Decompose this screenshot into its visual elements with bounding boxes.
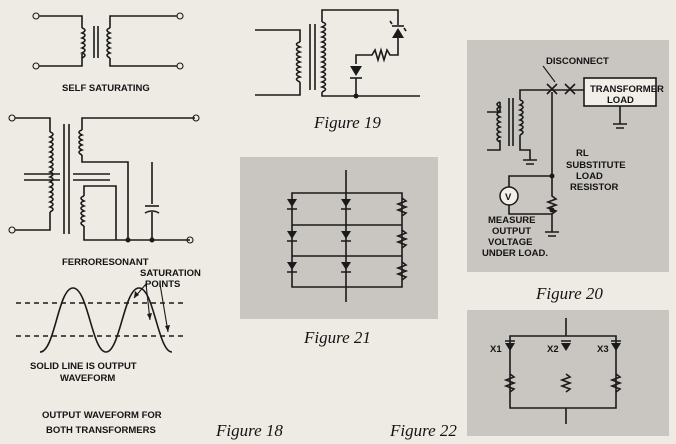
figure-21-caption: Figure 21 <box>303 328 371 347</box>
measure-label-2: OUTPUT <box>492 226 531 237</box>
solid-line-label-1: SOLID LINE IS OUTPUT <box>30 361 137 372</box>
x2-label: X2 <box>547 344 559 355</box>
saturation-label-2: POINTS <box>145 279 180 290</box>
ferroresonant-label: FERRORESONANT <box>62 257 149 268</box>
x1-label: X1 <box>490 344 502 355</box>
figure-19-circuit <box>255 9 420 99</box>
figure-19-caption: Figure 19 <box>313 113 381 132</box>
solid-line-label-2: WAVEFORM <box>60 373 115 384</box>
waveform-graph <box>16 283 186 353</box>
measure-label-1: MEASURE <box>488 215 536 226</box>
figure-18-caption: Figure 18 <box>215 421 283 440</box>
substitute-label-1: SUBSTITUTE <box>566 160 626 171</box>
load-label-1: TRANSFORMER <box>590 84 664 95</box>
figure-22-caption: Figure 22 <box>389 421 457 440</box>
x3-label: X3 <box>597 344 609 355</box>
measure-label-3: VOLTAGE <box>488 237 533 248</box>
figure-22-panel <box>467 310 669 436</box>
figure-20-panel <box>467 40 669 272</box>
rl-label: RL <box>576 148 589 159</box>
figure-21-panel <box>240 157 438 319</box>
substitute-label-3: RESISTOR <box>570 182 619 193</box>
self-saturating-label: SELF SATURATING <box>62 83 150 94</box>
saturation-label-1: SATURATION <box>140 268 201 279</box>
output-note-1: OUTPUT WAVEFORM FOR <box>42 410 162 421</box>
measure-label-4: UNDER LOAD. <box>482 248 548 259</box>
output-note-2: BOTH TRANSFORMERS <box>46 425 156 436</box>
ferroresonant-circuit <box>8 114 200 244</box>
load-label-2: LOAD <box>607 95 634 106</box>
self-saturating-circuit <box>32 12 184 70</box>
figure-20-caption: Figure 20 <box>535 284 603 303</box>
meter-symbol: V <box>505 192 512 203</box>
substitute-label-2: LOAD <box>576 171 603 182</box>
disconnect-label: DISCONNECT <box>546 56 609 67</box>
